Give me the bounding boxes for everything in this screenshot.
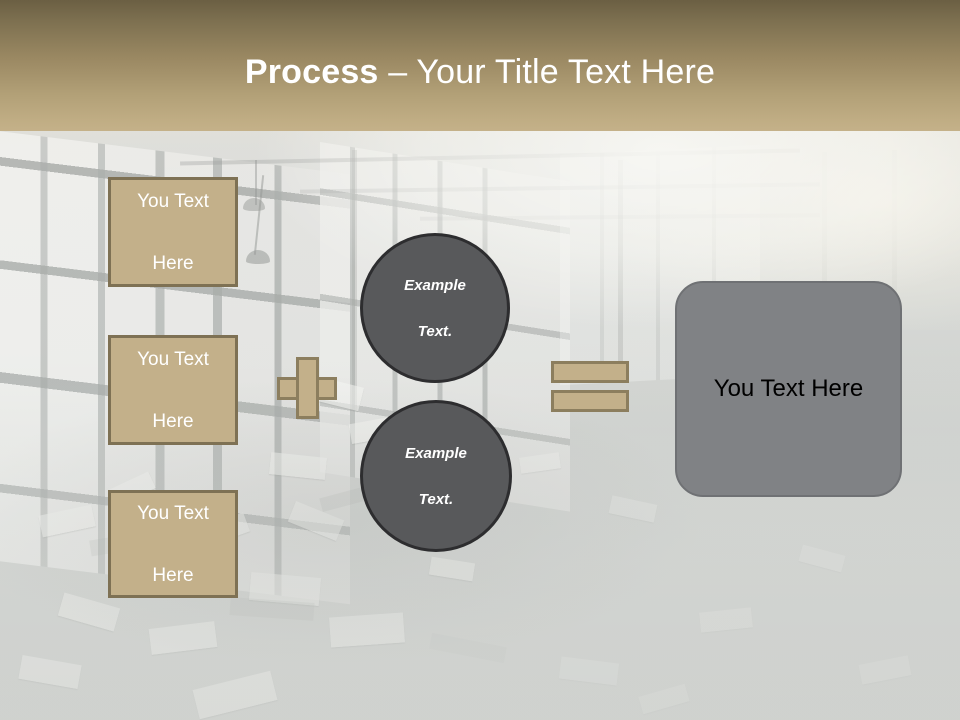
page-title-rest: – Your Title Text Here	[378, 53, 716, 91]
equals-icon-bottom-bar	[551, 390, 629, 412]
page-title: Process – Your Title Text Here	[0, 52, 960, 92]
plus-icon-center-fill	[299, 380, 316, 397]
result-box-label: You Text Here	[713, 375, 864, 402]
equals-icon-top-bar	[551, 361, 629, 383]
title-bar: Process – Your Title Text Here	[0, 0, 960, 131]
equals-icon	[551, 361, 629, 412]
plus-icon	[277, 357, 337, 419]
page-title-emphasis: Process	[244, 53, 379, 91]
result-box[interactable]: You Text Here	[675, 281, 902, 497]
